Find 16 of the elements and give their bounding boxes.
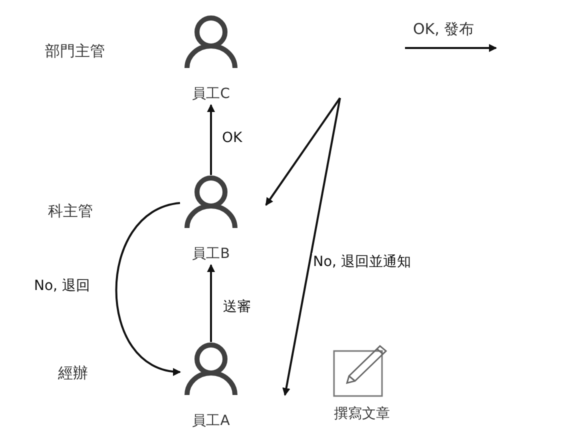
edge-label: 送審	[222, 298, 252, 316]
node-label: 員工A	[192, 412, 230, 430]
edge-label: No, 退回並通知	[312, 253, 412, 271]
node-label: 撰寫文章	[334, 405, 390, 423]
role-label: 部門主管	[45, 42, 105, 61]
arrow	[265, 97, 341, 206]
arrow	[282, 98, 341, 396]
node-label: 員工C	[192, 85, 230, 103]
edge-label: No, 退回	[33, 277, 91, 295]
node-label: 員工B	[192, 245, 230, 263]
arrow	[207, 264, 215, 342]
arrow-label: OK, 發布	[413, 20, 474, 39]
role-label: 經辦	[58, 364, 88, 383]
arrow	[115, 202, 181, 375]
arrow	[207, 104, 215, 175]
role-label: 科主管	[48, 202, 93, 221]
